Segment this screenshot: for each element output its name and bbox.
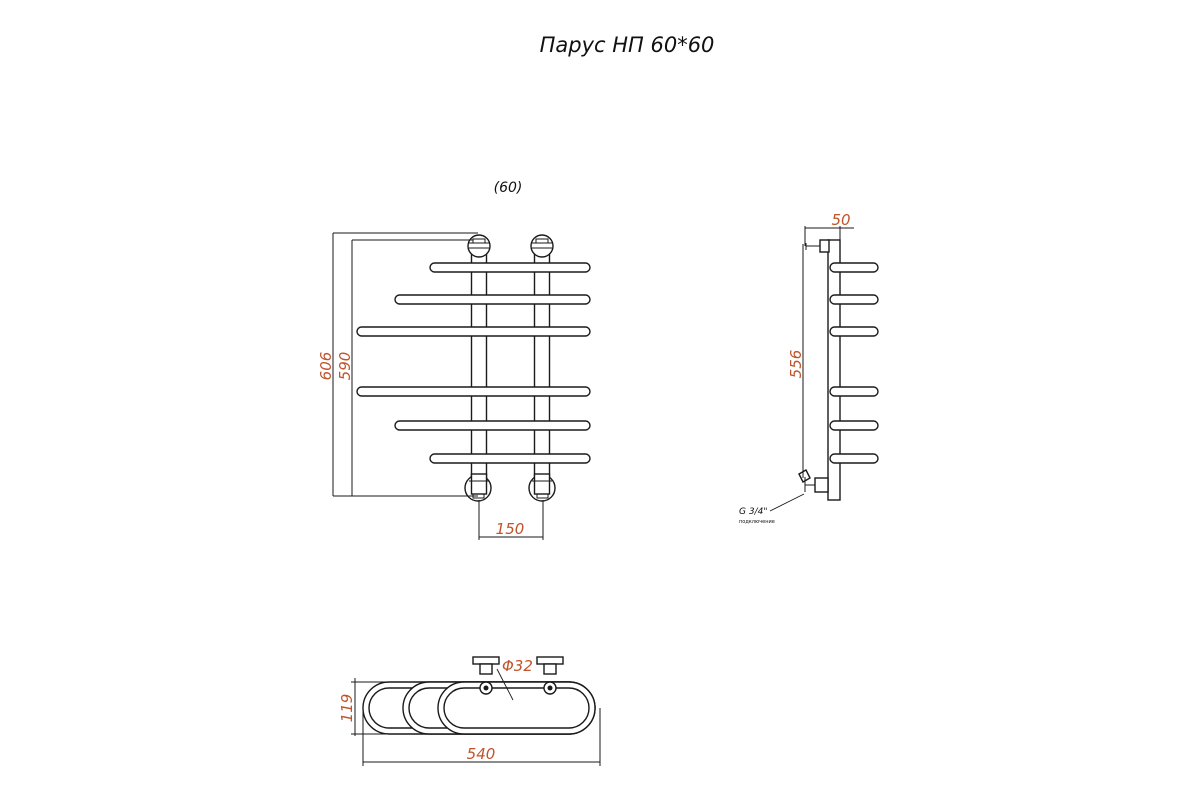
top-view: Φ32 119 540 — [338, 656, 601, 766]
front-pipe-left — [470, 250, 488, 485]
top-dim-540: 540 — [362, 708, 601, 766]
dim-540-label: 540 — [467, 745, 496, 763]
front-rail — [429, 262, 591, 273]
side-rail — [829, 294, 879, 305]
front-top-fitting-right — [530, 234, 554, 258]
side-rails — [829, 262, 879, 464]
side-bottom-fitting — [798, 469, 829, 493]
drawing-title: Парус НП 60*60 — [540, 33, 715, 57]
side-rail — [829, 453, 879, 464]
side-pipe — [827, 239, 841, 501]
top-dim-119: 119 — [338, 678, 395, 736]
side-top-fitting — [802, 239, 830, 257]
side-connection-callout: G 3/4" подключение — [739, 493, 805, 525]
front-bottom-fitting-left — [464, 473, 492, 502]
front-rails — [356, 262, 591, 464]
side-rail — [829, 326, 879, 337]
front-bottom-fitting-right — [528, 473, 556, 502]
top-dim-diameter: Φ32 — [496, 657, 533, 701]
connection-note-label: подключение — [739, 519, 775, 525]
side-dim-556: 556 — [787, 253, 805, 478]
dim-556-label: 556 — [787, 350, 805, 379]
front-rail — [394, 420, 591, 431]
front-dim-606: 606 — [317, 232, 478, 497]
front-rail — [356, 326, 591, 337]
front-dim-590: 590 — [336, 239, 473, 496]
dim-phi32-label: Φ32 — [502, 657, 533, 675]
dim-119-label: 119 — [338, 694, 356, 723]
dim-150-label: 150 — [496, 520, 525, 538]
connection-thread-label: G 3/4" — [739, 507, 767, 517]
side-rail — [829, 420, 879, 431]
front-view-label: (60) — [494, 180, 523, 196]
side-rail — [829, 262, 879, 273]
front-view: (60) — [317, 180, 591, 540]
front-rail — [356, 386, 591, 397]
side-view: 50 556 G 3/4" подключение — [739, 211, 879, 525]
top-fitting-right — [536, 656, 564, 695]
dim-606-label: 606 — [317, 352, 335, 381]
front-rail — [394, 294, 591, 305]
top-fitting-left — [472, 656, 500, 695]
front-pipe-right — [533, 250, 551, 485]
dim-50-label: 50 — [831, 211, 850, 229]
front-rail — [429, 453, 591, 464]
dim-590-label: 590 — [336, 352, 354, 381]
front-top-fitting-left — [467, 234, 491, 258]
front-dim-150: 150 — [478, 500, 544, 540]
side-rail — [829, 386, 879, 397]
side-dim-50: 50 — [804, 211, 854, 246]
